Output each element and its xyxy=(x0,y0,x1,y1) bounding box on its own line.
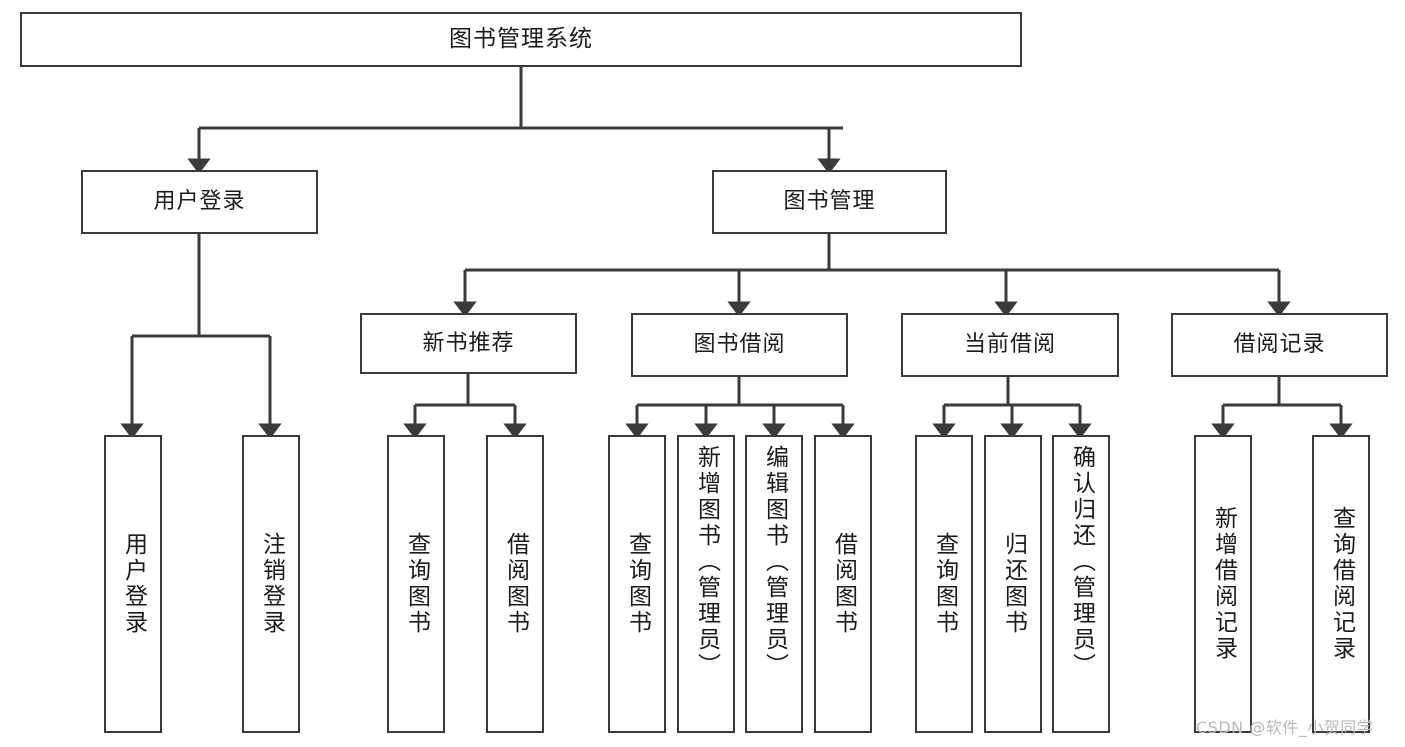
node-new-book-recommend[interactable]: 新书推荐 xyxy=(360,313,577,374)
node-label: 新增借阅记录 xyxy=(1210,506,1237,662)
node-leaf-query-book-current[interactable]: 查询图书 xyxy=(915,435,973,733)
node-leaf-borrow-book[interactable]: 借阅图书 xyxy=(814,435,872,733)
node-user-login[interactable]: 用户登录 xyxy=(81,170,318,234)
node-label: 用户登录 xyxy=(120,532,147,636)
node-label: 查询图书 xyxy=(931,532,958,636)
node-label: 查询借阅记录 xyxy=(1328,506,1355,662)
node-book-management[interactable]: 图书管理 xyxy=(712,170,947,234)
node-label: 图书借阅 xyxy=(693,332,786,358)
node-label: 图书管理系统 xyxy=(449,26,593,53)
node-label: 编辑图书（管理员） xyxy=(761,445,788,679)
node-leaf-return-book[interactable]: 归还图书 xyxy=(984,435,1042,733)
node-label: 查询图书 xyxy=(624,532,651,636)
node-leaf-confirm-return[interactable]: 确认归还（管理员） xyxy=(1052,435,1110,733)
node-leaf-add-book[interactable]: 新增图书（管理员） xyxy=(677,435,735,733)
node-label: 借阅图书 xyxy=(830,532,857,636)
node-leaf-borrow-book-recommend[interactable]: 借阅图书 xyxy=(486,435,544,733)
node-leaf-query-borrow-record[interactable]: 查询借阅记录 xyxy=(1312,435,1370,733)
node-label: 借阅记录 xyxy=(1233,332,1326,358)
node-label: 归还图书 xyxy=(1000,532,1027,636)
csdn-watermark: CSDN @软件_小贺同学 xyxy=(1196,718,1374,737)
node-borrow-record[interactable]: 借阅记录 xyxy=(1171,313,1388,377)
node-leaf-edit-book[interactable]: 编辑图书（管理员） xyxy=(745,435,803,733)
node-label: 图书管理 xyxy=(783,189,876,215)
node-label: 借阅图书 xyxy=(502,532,529,636)
node-label: 用户登录 xyxy=(153,189,246,215)
node-label: 查询图书 xyxy=(403,532,430,636)
node-current-borrow[interactable]: 当前借阅 xyxy=(901,313,1119,377)
node-leaf-add-borrow-record[interactable]: 新增借阅记录 xyxy=(1194,435,1252,733)
node-label: 当前借阅 xyxy=(963,332,1056,358)
node-leaf-query-book-borrow[interactable]: 查询图书 xyxy=(608,435,666,733)
node-leaf-logout[interactable]: 注销登录 xyxy=(242,435,300,733)
node-label: 注销登录 xyxy=(258,532,285,636)
node-book-borrow[interactable]: 图书借阅 xyxy=(631,313,848,377)
node-label: 确认归还（管理员） xyxy=(1068,445,1095,679)
node-leaf-query-book-recommend[interactable]: 查询图书 xyxy=(387,435,445,733)
node-leaf-user-login[interactable]: 用户登录 xyxy=(104,435,162,733)
node-root-book-management-system[interactable]: 图书管理系统 xyxy=(20,12,1022,67)
node-label: 新增图书（管理员） xyxy=(693,445,720,679)
node-label: 新书推荐 xyxy=(422,330,515,356)
